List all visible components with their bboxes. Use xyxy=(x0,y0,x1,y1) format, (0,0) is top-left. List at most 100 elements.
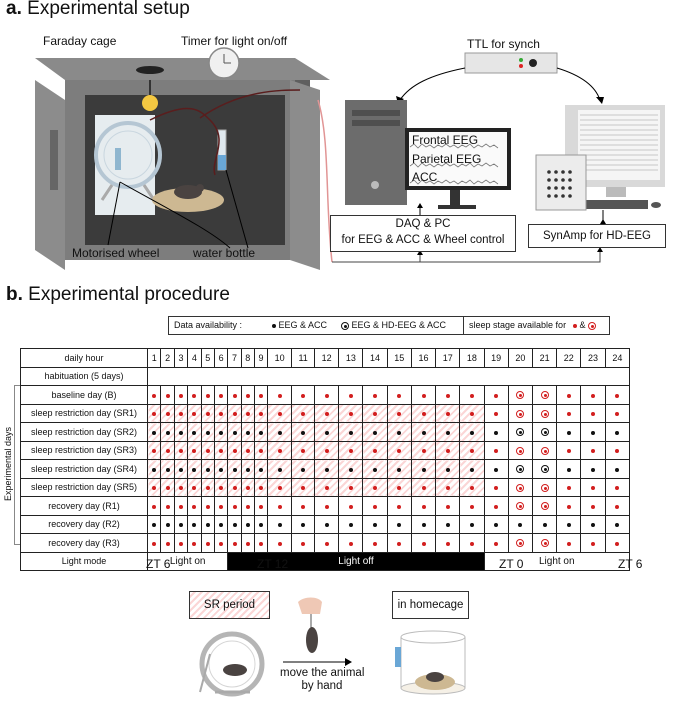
red-dot-icon xyxy=(258,504,263,509)
black-dot-icon xyxy=(272,324,276,328)
black-dot-icon xyxy=(494,467,499,472)
data-cell xyxy=(604,440,631,460)
red-dot-icon xyxy=(219,504,224,509)
red-dot-icon xyxy=(348,486,353,491)
red-dot-icon xyxy=(421,486,426,491)
light-segment: Light on xyxy=(483,551,631,571)
black-dot-icon xyxy=(178,467,183,472)
data-cell xyxy=(227,385,242,405)
data-cell xyxy=(580,403,606,423)
red-dot-icon xyxy=(397,412,402,417)
red-dot-icon xyxy=(469,449,474,454)
red-ring-icon xyxy=(540,409,549,418)
red-dot-icon xyxy=(192,393,197,398)
red-dot-icon xyxy=(178,486,183,491)
nest-icon xyxy=(152,188,224,212)
ttl-box xyxy=(464,52,558,74)
daq-box: DAQ & PC for EEG & ACC & Wheel control xyxy=(330,215,516,252)
hour-cell: 20 xyxy=(507,348,533,368)
data-cell xyxy=(531,459,558,479)
red-dot-icon xyxy=(373,393,378,398)
data-cell xyxy=(200,477,215,497)
keyboard-icon xyxy=(578,200,648,209)
red-dot-icon xyxy=(421,449,426,454)
data-cell xyxy=(338,514,364,534)
red-dot-icon xyxy=(397,449,402,454)
data-cell xyxy=(146,477,162,497)
black-dot-icon xyxy=(591,430,596,435)
red-ring-icon xyxy=(516,502,525,511)
red-dot-icon xyxy=(494,504,499,509)
black-dot-icon xyxy=(397,523,402,528)
data-cell xyxy=(580,496,606,516)
data-cell xyxy=(173,514,189,534)
red-dot-icon xyxy=(348,449,353,454)
red-dot-icon xyxy=(348,504,353,509)
red-dot-icon xyxy=(397,504,402,509)
data-cell xyxy=(240,440,255,460)
data-cell xyxy=(604,403,631,423)
red-dot-icon xyxy=(277,504,282,509)
black-ring-icon xyxy=(341,321,349,330)
black-dot-icon xyxy=(258,430,263,435)
procedure-illustration xyxy=(199,597,466,697)
data-cell xyxy=(338,385,364,405)
hour-cell: 13 xyxy=(338,348,364,368)
red-dot-icon xyxy=(469,486,474,491)
data-cell xyxy=(240,422,255,442)
data-cell xyxy=(253,385,269,405)
red-dot-icon xyxy=(258,486,263,491)
black-dot-icon xyxy=(219,467,224,472)
data-cell xyxy=(240,385,255,405)
data-cell xyxy=(160,403,175,423)
panel-a-title: a. Experimental setup xyxy=(6,0,190,19)
red-ring-icon xyxy=(516,446,525,455)
data-cell xyxy=(362,514,388,534)
black-dot-icon xyxy=(469,430,474,435)
data-cell xyxy=(580,422,606,442)
red-dot-icon xyxy=(205,449,210,454)
data-cell xyxy=(362,440,388,460)
red-dot-icon xyxy=(324,504,329,509)
data-cell xyxy=(213,533,229,553)
data-cell xyxy=(483,440,509,460)
black-ring-icon xyxy=(516,428,525,437)
red-dot-icon xyxy=(152,393,157,398)
data-cell xyxy=(291,459,316,479)
red-dot-icon xyxy=(615,449,620,454)
hour-cell: 3 xyxy=(173,348,189,368)
legend-sleep-box: sleep stage available for & xyxy=(463,316,610,335)
red-dot-icon xyxy=(192,449,197,454)
data-cell xyxy=(213,496,229,516)
data-cell xyxy=(507,496,533,516)
data-cell xyxy=(253,422,269,442)
red-dot-icon xyxy=(566,449,571,454)
data-cell xyxy=(146,533,162,553)
data-cell xyxy=(173,496,189,516)
data-cell xyxy=(227,533,242,553)
black-dot-icon xyxy=(445,523,450,528)
data-cell xyxy=(314,533,340,553)
red-dot-icon xyxy=(373,541,378,546)
data-cell xyxy=(435,533,461,553)
red-dot-icon xyxy=(192,412,197,417)
data-cell xyxy=(200,385,215,405)
data-cell xyxy=(227,403,242,423)
red-dot-icon xyxy=(615,486,620,491)
hour-cell: 8 xyxy=(240,348,255,368)
black-dot-icon xyxy=(421,523,426,528)
data-cell xyxy=(314,459,340,479)
data-cell xyxy=(459,385,485,405)
hour-cell: 17 xyxy=(435,348,461,368)
red-dot-icon xyxy=(469,412,474,417)
dangling-mouse-icon xyxy=(306,627,318,653)
data-cell xyxy=(291,477,316,497)
black-dot-icon xyxy=(165,467,170,472)
table-row: recovery day (R2) xyxy=(20,514,631,534)
data-cell xyxy=(410,477,437,497)
black-dot-icon xyxy=(348,523,353,528)
table-row: recovery day (R3) xyxy=(20,533,631,553)
data-cell xyxy=(604,459,631,479)
data-cell xyxy=(338,533,364,553)
black-dot-icon xyxy=(219,430,224,435)
